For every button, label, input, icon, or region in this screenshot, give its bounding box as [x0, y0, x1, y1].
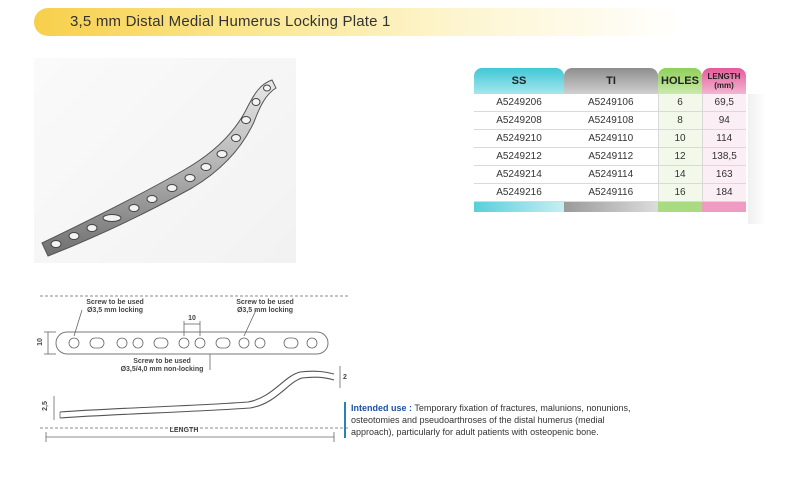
screw-note-left-line1: Screw to be used: [86, 299, 144, 306]
cell-ti: A5249116: [564, 183, 658, 202]
screw-note-left: Screw to be used Ø3,5 mm locking: [70, 299, 160, 315]
cell-ti: A5249112: [564, 147, 658, 166]
table-header-row: SS TI HOLES LENGTH (mm): [474, 68, 746, 94]
spec-table: SS TI HOLES LENGTH (mm) A5249206 A524910…: [474, 68, 746, 212]
cell-ti: A5249114: [564, 165, 658, 184]
cell-length: 94: [701, 111, 746, 130]
plate-image: [41, 79, 277, 257]
col-header-ti: TI: [564, 68, 658, 94]
dim-thickness-end: 2: [343, 374, 347, 381]
intended-use-text: Temporary fixation of fractures, malunio…: [351, 403, 631, 437]
col-header-holes: HOLES: [658, 68, 702, 94]
cell-holes: 12: [657, 147, 702, 166]
cell-length: 138,5: [701, 147, 746, 166]
cell-holes: 10: [657, 129, 702, 148]
cell-ss: A5249216: [474, 183, 564, 202]
cell-length: 69,5: [701, 94, 746, 112]
cell-length: 184: [701, 183, 746, 202]
intended-use-label: Intended use :: [351, 403, 413, 413]
table-row: A5249216 A5249116 16 184: [474, 183, 746, 202]
screw-note-middle-line2: Ø3,5/4,0 mm non-locking: [120, 366, 204, 373]
intended-use: Intended use : Temporary fixation of fra…: [344, 402, 641, 438]
technical-drawing: Screw to be used Ø3,5 mm locking Screw t…: [34, 292, 352, 452]
cell-ss: A5249206: [474, 94, 564, 112]
table-row: A5249208 A5249108 8 94: [474, 111, 746, 130]
col-header-ss: SS: [474, 68, 564, 94]
cell-ss: A5249210: [474, 129, 564, 148]
footer-bar-ss: [474, 201, 564, 212]
table-row: A5249214 A5249114 14 163: [474, 165, 746, 184]
col-header-length-unit: (mm): [714, 81, 734, 90]
table-footer-row: [474, 201, 746, 212]
screw-note-right-line2: Ø3,5 mm locking: [236, 307, 294, 314]
cell-length: 114: [701, 129, 746, 148]
screw-note-right-line1: Screw to be used: [236, 299, 294, 306]
cell-ti: A5249106: [564, 94, 658, 112]
table-row: A5249210 A5249110 10 114: [474, 129, 746, 148]
cell-ti: A5249108: [564, 111, 658, 130]
cell-holes: 16: [657, 183, 702, 202]
cell-ss: A5249214: [474, 165, 564, 184]
screw-note-middle-line1: Screw to be used: [133, 358, 191, 365]
cell-ss: A5249208: [474, 111, 564, 130]
dim-length: LENGTH: [169, 427, 199, 434]
page-title: 3,5 mm Distal Medial Humerus Locking Pla…: [70, 13, 391, 30]
cell-ss: A5249212: [474, 147, 564, 166]
plate-photo: [34, 58, 296, 263]
dim-spacing: 10: [188, 315, 196, 322]
footer-bar-ti: [564, 201, 658, 212]
screw-note-right: Screw to be used Ø3,5 mm locking: [220, 299, 310, 315]
cell-length: 163: [701, 165, 746, 184]
table-row: A5249206 A5249106 6 69,5: [474, 94, 746, 112]
screw-note-left-line2: Ø3,5 mm locking: [86, 307, 144, 314]
title-banner: [34, 8, 684, 36]
drawing-lines: [40, 295, 350, 442]
col-header-length-label: LENGTH: [707, 72, 741, 81]
dim-width: 10: [37, 338, 44, 346]
cell-holes: 6: [657, 94, 702, 112]
cell-ti: A5249110: [564, 129, 658, 148]
dim-thickness: 2,5: [42, 401, 49, 411]
cell-holes: 8: [657, 111, 702, 130]
table-row: A5249212 A5249112 12 138,5: [474, 147, 746, 166]
col-header-length: LENGTH (mm): [702, 68, 746, 94]
footer-bar-length: [702, 201, 746, 212]
screw-note-middle: Screw to be used Ø3,5/4,0 mm non-locking: [102, 358, 222, 374]
cell-holes: 14: [657, 165, 702, 184]
table-shadow: [748, 94, 766, 224]
footer-bar-holes: [658, 201, 702, 212]
